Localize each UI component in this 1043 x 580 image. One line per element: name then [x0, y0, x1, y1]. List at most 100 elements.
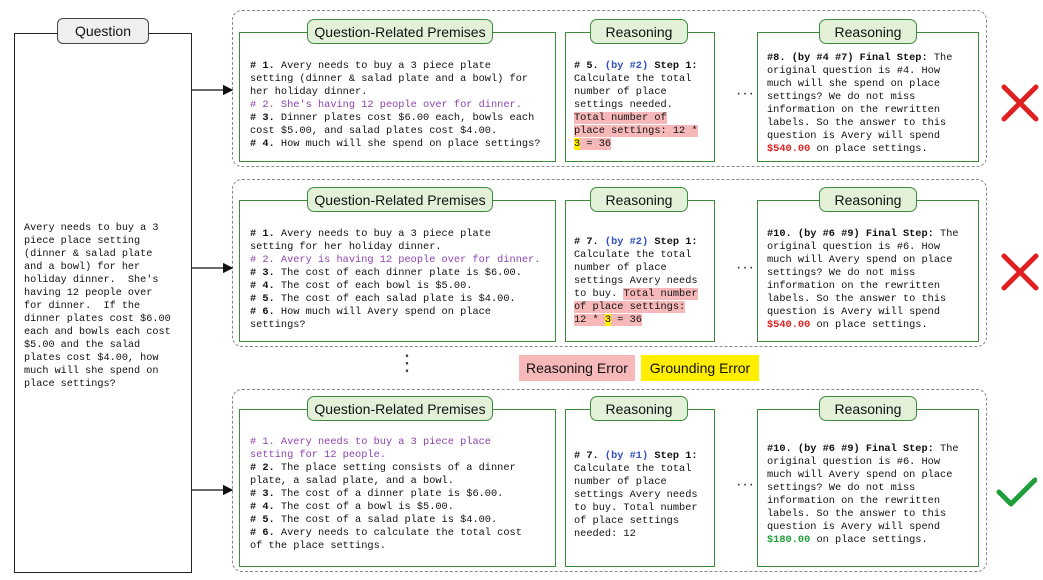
text-segment: her holiday dinner. [250, 86, 368, 98]
question-line: place settings? [24, 379, 116, 390]
text-segment: plate, a salad plate, and a bowl. [250, 475, 454, 487]
text-segment: # 5. [250, 293, 275, 305]
text-line: her holiday dinner. [250, 86, 367, 99]
text-segment: #8. (by #4 #7) Final Step: [767, 52, 928, 64]
text-segment: original question is #6. How [767, 456, 941, 468]
text-line: question is Avery will spend [767, 306, 940, 319]
text-line: original question is #6. How [767, 456, 940, 469]
text-segment: information on the rewritten [767, 280, 941, 292]
legend-grounding-error: Grounding Error [641, 355, 759, 381]
text-line: of the place settings. [250, 540, 386, 553]
text-line: settings Avery needs [574, 275, 698, 288]
text-segment: original question is #6. How [767, 241, 941, 253]
text-line: labels. So the answer to this [767, 293, 946, 306]
text-segment: The cost of each dinner plate is $6.00. [274, 267, 522, 279]
text-segment: settings Avery needs [574, 275, 698, 287]
text-line: question is Avery will spend [767, 521, 940, 534]
text-line: Calculate the total [574, 73, 691, 86]
text-segment: The cost of a salad plate is $4.00. [274, 514, 498, 526]
text-line: number of place [574, 262, 667, 275]
text-segment: much will Avery spend on place [767, 469, 953, 481]
text-line: # 6. Avery needs to calculate the total … [250, 527, 522, 540]
question-line: and a bowl) for her [24, 262, 141, 273]
text-segment: The cost of each bowl is $5.00. [274, 280, 473, 292]
text-line: # 1. Avery needs to buy a 3 piece plate [250, 60, 491, 73]
text-line: # 4. The cost of each bowl is $5.00. [250, 280, 472, 293]
reasoning-error-highlight: 12 * [574, 314, 605, 326]
text-line: of place settings [574, 515, 679, 528]
text-line: setting for her holiday dinner. [250, 241, 442, 254]
text-segment: Step 1: [648, 60, 698, 72]
text-segment: of the place settings. [250, 540, 386, 552]
text-segment: labels. So the answer to this [767, 117, 947, 129]
premises-header: Question-Related Premises [307, 19, 493, 44]
text-segment: # 3. [250, 112, 275, 124]
text-line: $180.00 on place settings. [767, 534, 928, 547]
text-line: original question is #4. How [767, 65, 940, 78]
text-line: # 3. The cost of a dinner plate is $6.00… [250, 488, 503, 501]
text-segment: labels. So the answer to this [767, 508, 947, 520]
text-line: information on the rewritten [767, 495, 940, 508]
text-segment: Calculate the total [574, 249, 692, 261]
related-premise-text: # 1. Avery needs to buy a 3 piece place [250, 436, 491, 448]
text-segment: The [927, 52, 953, 64]
question-line: much will she spend on [24, 366, 159, 377]
premises-header: Question-Related Premises [307, 187, 493, 212]
text-line: $540.00 on place settings. [767, 143, 928, 156]
text-segment: # 3. [250, 488, 275, 500]
text-segment: The cost of each salad plate is $4.00. [274, 293, 516, 305]
text-line: settings Avery needs [574, 489, 698, 502]
text-segment: on place settings. [810, 319, 928, 331]
grounding-error-highlight: 3 [574, 138, 581, 150]
text-segment: needed: 12 [574, 528, 636, 540]
grounding-error-highlight: 3 [604, 314, 612, 326]
question-line: Avery needs to buy a 3 [24, 223, 159, 234]
question-line: (dinner & salad plate [24, 249, 153, 260]
text-segment: # 3. [250, 267, 275, 279]
question-line: having 12 people over [24, 288, 153, 299]
text-line: to buy. Total number [574, 288, 698, 301]
row-panel-3 [232, 389, 987, 572]
text-segment: # 6. [250, 527, 275, 539]
text-segment: information on the rewritten [767, 104, 941, 116]
text-segment: The [933, 443, 959, 455]
text-line: # 3. The cost of each dinner plate is $6… [250, 267, 522, 280]
text-line: #8. (by #4 #7) Final Step: The [767, 52, 952, 65]
text-line: of place settings: [574, 301, 686, 314]
text-segment: settings? We do not miss [767, 267, 916, 279]
text-segment: to buy. [574, 288, 624, 300]
text-line: number of place [574, 86, 667, 99]
text-segment: The place setting consists of a dinner [274, 462, 516, 474]
text-line: settings? [250, 319, 306, 332]
text-segment: # 7. [574, 450, 605, 462]
text-line: $540.00 on place settings. [767, 319, 928, 332]
question-line: for dinner. If the [24, 301, 141, 312]
text-line: settings? We do not miss [767, 267, 915, 280]
text-line: labels. So the answer to this [767, 508, 946, 521]
text-segment: Avery needs to calculate the total cost [274, 527, 522, 539]
steps-ellipsis: ··· [736, 259, 755, 276]
reasoning-header: Reasoning [590, 187, 688, 212]
text-line: setting for 12 people. [250, 449, 386, 462]
text-line: # 5. The cost of a salad plate is $4.00. [250, 514, 497, 527]
text-line: setting (dinner & salad plate and a bowl… [250, 73, 528, 86]
text-line: much will she spend on place [767, 78, 940, 91]
text-line: # 2. The place setting consists of a din… [250, 462, 516, 475]
text-line: # 6. How much will Avery spend on place [250, 306, 491, 319]
text-line: Calculate the total [574, 463, 691, 476]
related-premise-text: # 2. Avery is having 12 people over for … [250, 254, 541, 266]
reasoning-error-highlight: Total number of [574, 112, 667, 124]
text-segment: settings? [250, 319, 306, 331]
vertical-ellipsis: ⋮ [396, 350, 418, 375]
text-line: Total number of [574, 112, 667, 125]
text-segment: How much will Avery spend on place [274, 306, 491, 318]
text-segment: Calculate the total [574, 73, 692, 85]
text-line: settings? We do not miss [767, 482, 915, 495]
question-line: dinner plates cost $6.00 [24, 314, 171, 325]
text-segment: Calculate the total [574, 463, 692, 475]
text-segment: # 2. [250, 462, 275, 474]
question-header: Question [57, 18, 149, 44]
reasoning-header: Reasoning [819, 19, 917, 44]
text-line: original question is #6. How [767, 241, 940, 254]
text-segment: #10. (by #6 #9) Final Step: [767, 228, 934, 240]
